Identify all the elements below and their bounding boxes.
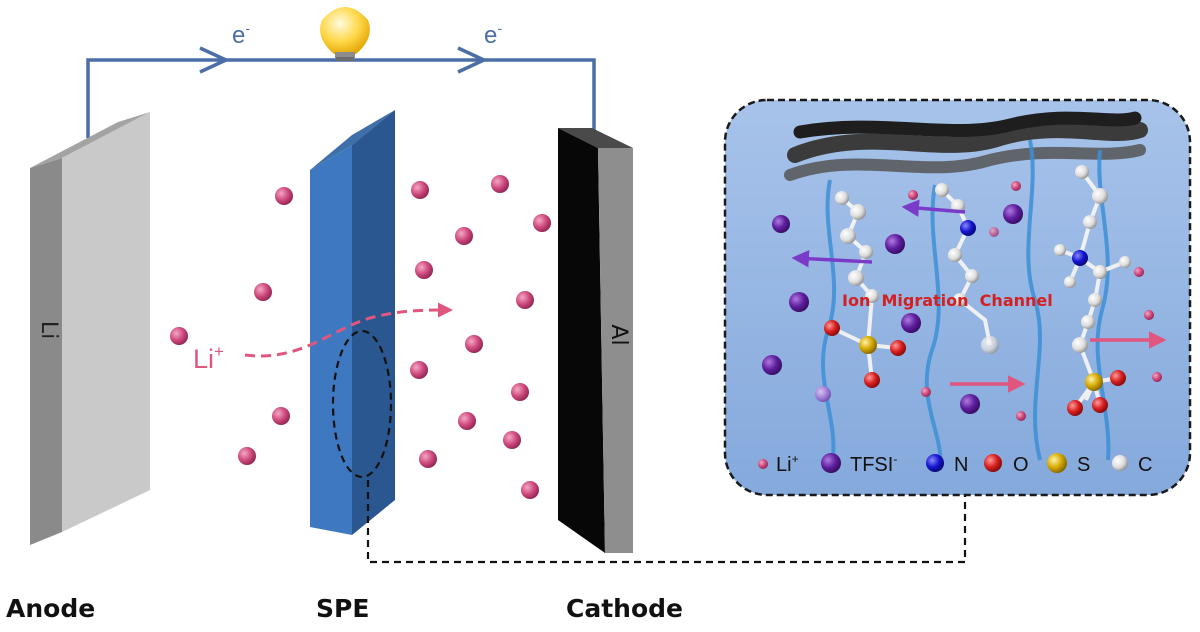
ion-channel-label: Ion Migration Channel [842,291,1053,310]
external-circuit [86,46,596,138]
legend-swatch-n [926,454,944,472]
legend-swatch-tfsi [821,453,841,473]
li-ion-label: Li+ [193,342,224,374]
li-migration-arrow [244,302,453,358]
inset-connector [366,480,967,564]
spe-detail-ellipse [331,329,393,479]
light-bulb-icon [320,7,370,61]
anode-plate [30,112,150,545]
legend-swatch-c [1112,455,1128,471]
spe-membrane [310,110,395,535]
cathode-label: Cathode [566,594,683,623]
legend-label-tfsi: TFSI- [850,452,897,476]
cathode-plate-label: Al [606,324,631,345]
legend-swatch-s [1047,453,1067,473]
electron-arrow-right [457,46,489,74]
polymer-chains [784,111,1148,181]
legend-label-li: Li+ [776,452,799,476]
inset-free-ions [762,181,1162,421]
spe-label: SPE [316,594,370,623]
legend-swatch-o [984,454,1002,472]
electron-label-left: e- [232,20,250,49]
anode-plate-label: Li [36,321,61,339]
anode-label: Anode [6,594,96,623]
inset-legend: Li+ TFSI- N O S C [758,452,1152,476]
cathode-plate [558,128,633,553]
legend-label-c: C [1138,454,1152,476]
electron-label-right: e- [484,20,502,49]
legend-swatch-li [758,459,768,469]
molecule-atoms [824,165,1131,416]
legend-label-n: N [954,454,968,476]
electron-arrow-left [199,46,231,74]
li-ions-main [170,175,551,499]
legend-label-o: O [1013,454,1029,476]
inset-migration-arrows [791,199,1167,393]
legend-label-s: S [1077,454,1090,476]
